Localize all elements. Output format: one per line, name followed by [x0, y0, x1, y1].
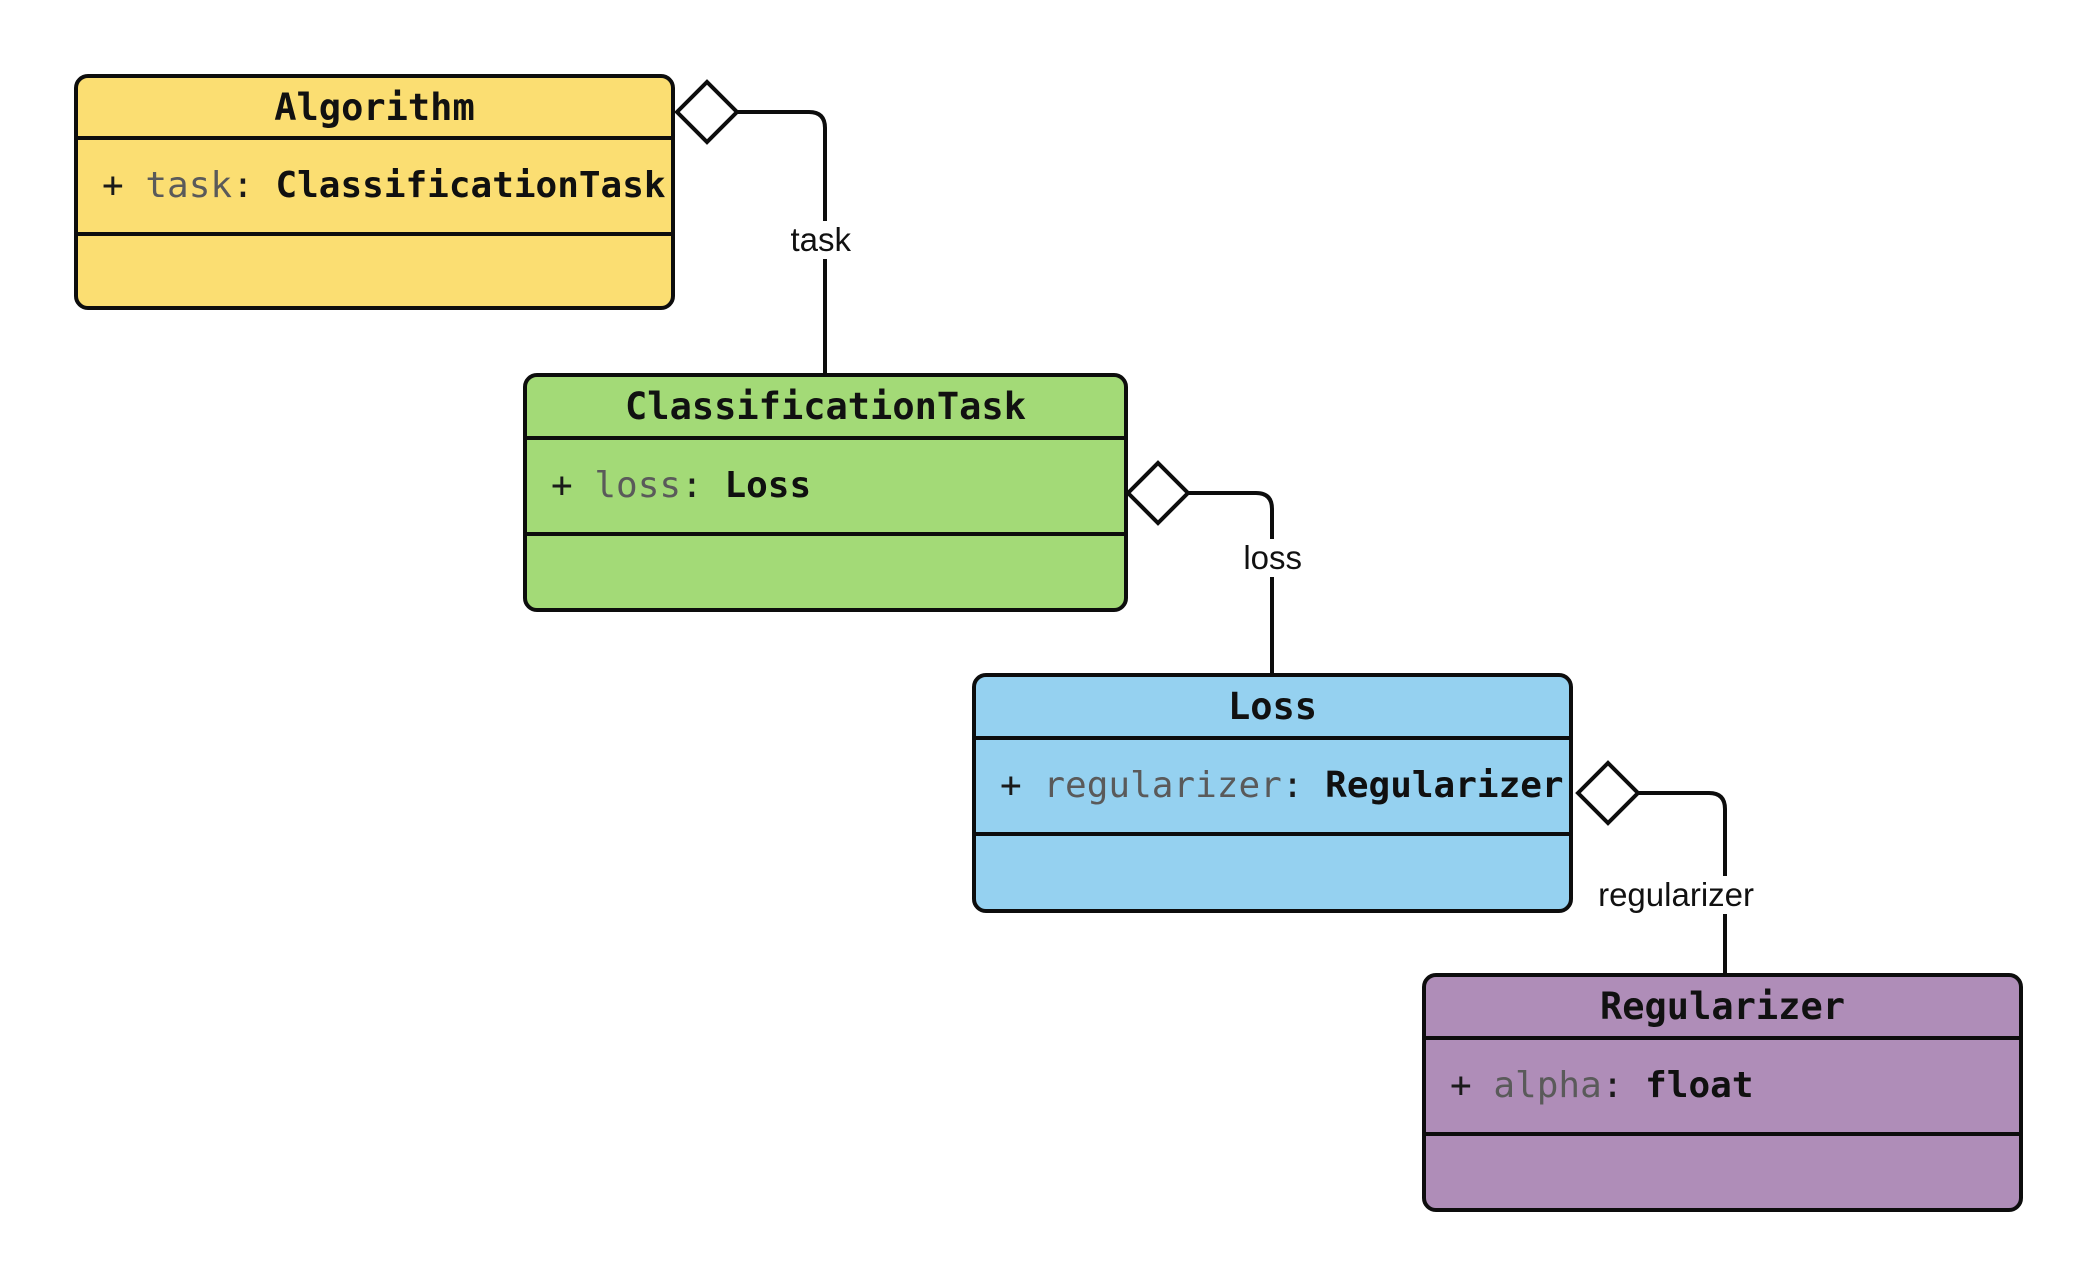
aggregation-diamond-icon: [1575, 760, 1641, 826]
attribute-name: task: [145, 165, 233, 206]
attribute-row: + alpha: float: [1450, 1068, 1754, 1104]
attribute-visibility: +: [551, 465, 573, 506]
class-attributes-algorithm: + task: ClassificationTask: [78, 140, 671, 236]
relation-label-algorithm-task: task: [784, 221, 857, 259]
uml-class-classification-task[interactable]: ClassificationTask + loss: Loss: [523, 373, 1128, 612]
attribute-type: Loss: [724, 465, 812, 506]
class-title-classification-task: ClassificationTask: [527, 377, 1124, 440]
attribute-name: alpha: [1493, 1065, 1602, 1106]
class-title-loss: Loss: [976, 677, 1569, 740]
class-methods-algorithm: [78, 236, 671, 306]
relation-label-task-loss: loss: [1237, 539, 1308, 577]
attribute-name: regularizer: [1043, 765, 1282, 806]
attribute-type: ClassificationTask: [275, 165, 666, 206]
attribute-separator: :: [1601, 1065, 1624, 1106]
class-methods-loss: [976, 836, 1569, 909]
attribute-name: loss: [594, 465, 682, 506]
relation-label-loss-regularizer: regularizer: [1592, 876, 1760, 914]
uml-class-algorithm[interactable]: Algorithm + task: ClassificationTask: [74, 74, 675, 310]
attribute-separator: :: [1281, 765, 1304, 806]
aggregation-diamond-icon: [674, 79, 740, 145]
class-methods-regularizer: [1426, 1136, 2019, 1208]
relation-line-task-loss: [1188, 491, 1274, 673]
attribute-separator: :: [232, 165, 254, 206]
attribute-row: + regularizer: Regularizer: [1000, 768, 1564, 804]
attribute-row: + loss: Loss: [551, 468, 811, 504]
attribute-separator: :: [681, 465, 703, 506]
attribute-visibility: +: [102, 165, 124, 206]
class-title-regularizer: Regularizer: [1426, 977, 2019, 1040]
attribute-row: + task: ClassificationTask: [102, 168, 666, 204]
class-title-algorithm: Algorithm: [78, 78, 671, 140]
relation-loss-regularizer: [1575, 760, 1727, 973]
attribute-type: Regularizer: [1325, 765, 1564, 806]
uml-class-loss[interactable]: Loss + regularizer: Regularizer: [972, 673, 1573, 913]
class-attributes-regularizer: + alpha: float: [1426, 1040, 2019, 1136]
class-methods-classification-task: [527, 536, 1124, 608]
aggregation-diamond-icon: [1125, 460, 1191, 526]
class-attributes-classification-task: + loss: Loss: [527, 440, 1124, 536]
attribute-visibility: +: [1450, 1065, 1472, 1106]
uml-class-regularizer[interactable]: Regularizer + alpha: float: [1422, 973, 2023, 1212]
class-attributes-loss: + regularizer: Regularizer: [976, 740, 1569, 836]
attribute-visibility: +: [1000, 765, 1022, 806]
attribute-type: float: [1645, 1065, 1754, 1106]
